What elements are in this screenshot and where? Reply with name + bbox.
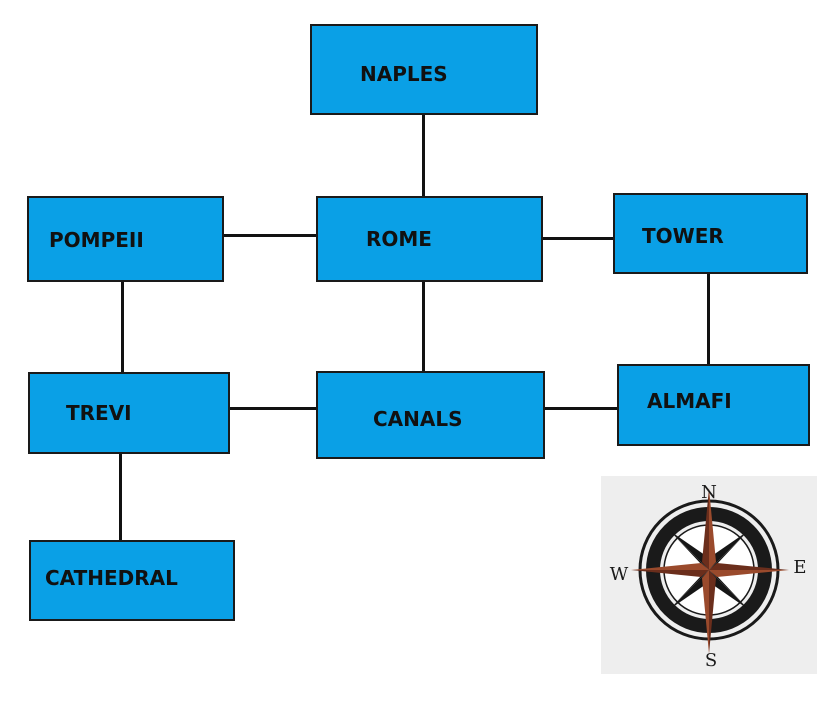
compass-s-label: S (705, 650, 717, 671)
compass-rose-icon: N S W E (601, 476, 817, 674)
node-trevi-label: TREVI (66, 401, 132, 425)
node-almafi: ALMAFI (617, 364, 810, 446)
node-pompeii: POMPEII (27, 196, 224, 282)
edge-rome-canals (422, 282, 425, 371)
node-almafi-label: ALMAFI (647, 389, 732, 413)
node-canals-label: CANALS (373, 407, 463, 431)
edge-canals-almafi (545, 407, 617, 410)
node-tower-label: TOWER (642, 224, 724, 248)
node-tower: TOWER (613, 193, 808, 274)
node-cathedral: CATHEDRAL (29, 540, 235, 621)
node-cathedral-label: CATHEDRAL (45, 566, 178, 590)
node-naples-label: NAPLES (360, 62, 448, 86)
node-naples: NAPLES (310, 24, 538, 115)
edge-trevi-canals (230, 407, 318, 410)
node-canals: CANALS (316, 371, 545, 459)
node-pompeii-label: POMPEII (49, 228, 144, 252)
edge-naples-rome (422, 115, 425, 197)
compass-e-label: E (793, 557, 806, 578)
compass-rose-graphic: N S W E (610, 482, 807, 671)
edge-trevi-cathedral (119, 454, 122, 540)
compass-cardinal-points (631, 488, 789, 654)
node-trevi: TREVI (28, 372, 230, 454)
compass-w-label: W (610, 564, 629, 585)
edge-pompeii-rome (224, 234, 316, 237)
edge-tower-almafi (707, 274, 710, 364)
node-rome: ROME (316, 196, 543, 282)
edge-pompeii-trevi (121, 282, 124, 372)
node-rome-label: ROME (366, 227, 432, 251)
compass-n-label: N (701, 482, 717, 503)
edge-rome-tower (543, 237, 613, 240)
